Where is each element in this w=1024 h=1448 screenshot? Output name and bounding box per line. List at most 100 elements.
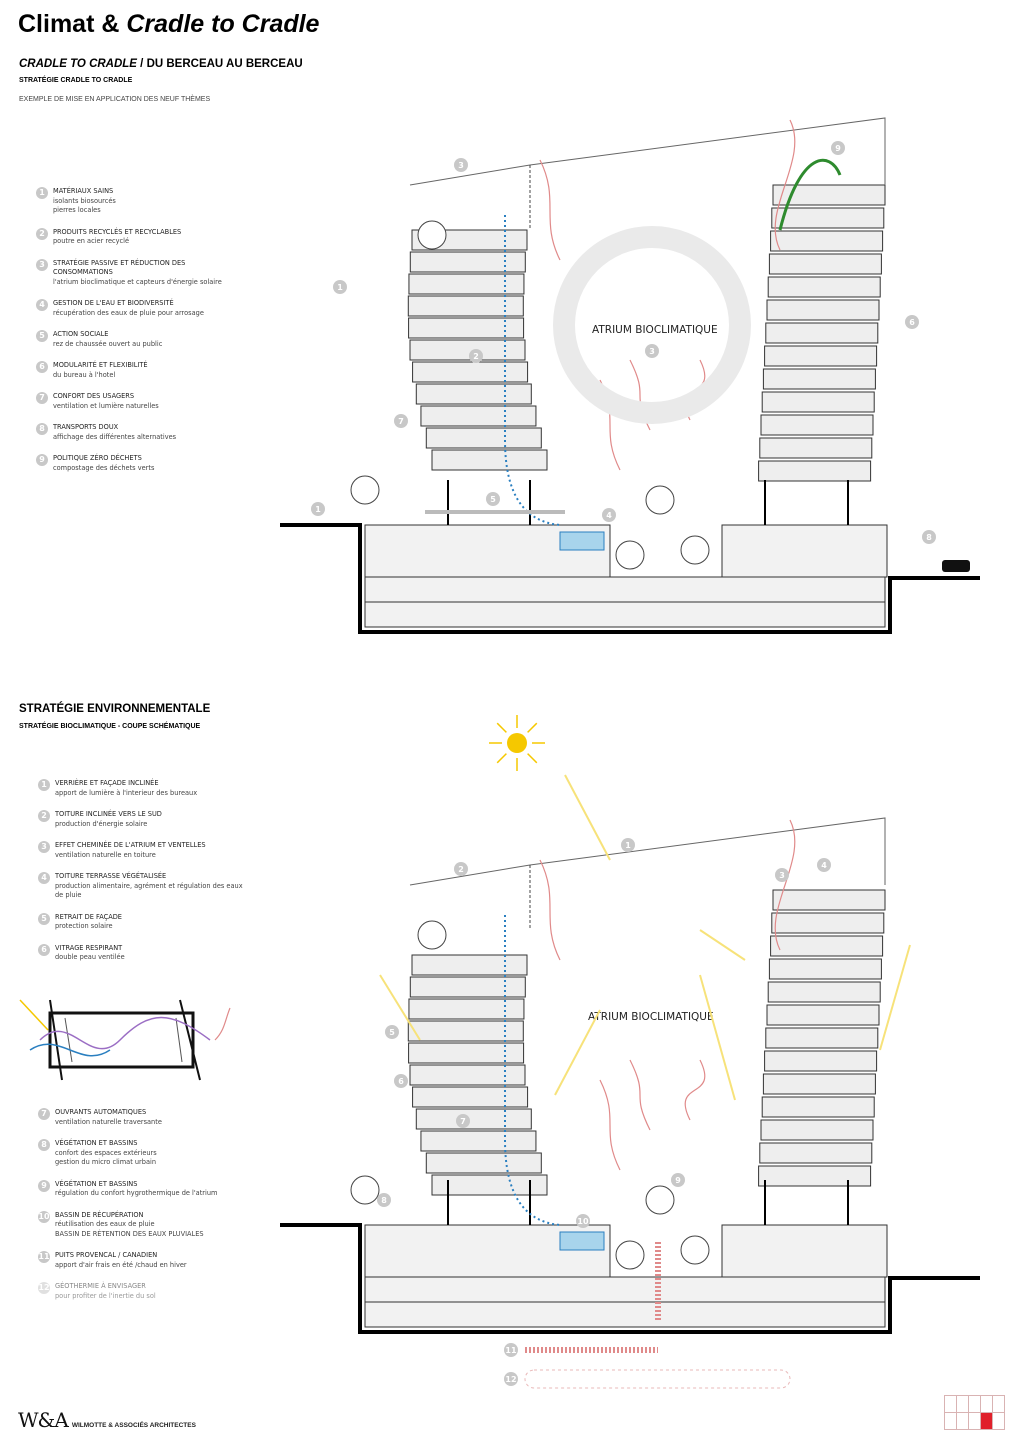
glazed-roof [409,117,886,186]
airflow-arrow [774,819,796,951]
sun-ray [496,722,507,733]
right-tower-floor [766,1004,880,1026]
number-marker-label: 11 [505,1346,517,1355]
right-tower-floor [771,912,885,934]
building-section [280,715,980,1389]
legend-item: 4Gestion de l'eau et biodiversitérécupér… [36,299,246,318]
legend-desc: récupération des eaux de pluie pour arro… [53,308,204,317]
rainwater-tank [559,531,605,551]
legend-cradle: 1Matériaux sainsisolants biosourcés pier… [36,187,246,485]
left-tower-floor [412,1086,529,1108]
legend-title: Effet cheminée de l'atrium et ventelles [55,841,206,849]
grid-cell [993,1396,1005,1413]
number-marker [454,158,468,172]
left-tower-floor [408,317,525,339]
rainwater-path [504,915,561,1226]
rainwater-tank [559,1231,605,1251]
legend-desc: apport de lumière à l'interieur des bure… [55,788,198,797]
legend-item: 12Géothermie à envisagerpour profiter de… [38,1282,248,1301]
number-marker-label: 12 [505,1375,516,1384]
right-tower-floor [768,253,882,275]
logo-mark: W&A [18,1408,69,1432]
number-marker [504,1343,518,1357]
legend-title: Toiture inclinée vers le sud [55,810,162,818]
ground-line [280,1223,980,1334]
tree-icon [615,540,645,570]
legend-desc: apport d'air frais en été /chaud en hive… [55,1260,187,1269]
legend-desc: réutilisation des eaux de pluie BASSIN D… [55,1220,204,1238]
rainwater-path [504,215,561,526]
tree-icon [350,1175,380,1205]
sunlight-ray [554,1009,601,1096]
left-tower-floor [412,361,529,383]
number-marker-label: 7 [460,1117,466,1126]
legend-title: Géothermie à envisager [55,1282,146,1290]
legend-item: 2Produits recyclés et recyclablespoutre … [36,227,246,247]
grid-cell [969,1396,981,1413]
grid-cell [945,1396,957,1413]
legend-item: 9Politique zéro déchetscompostage des dé… [36,454,246,473]
legend-item: 1Matériaux sainsisolants biosourcés pier… [36,187,246,216]
number-marker-label: 9 [835,144,841,153]
circular-arrow-icon [553,226,751,424]
section2-subtitle: STRATÉGIE BIOCLIMATIQUE - COUPE SCHÉMATI… [19,723,201,730]
right-tower-floor [765,322,879,344]
legend-item: 8Transports douxaffichage des différente… [36,423,246,442]
number-marker [621,838,635,852]
building-section [280,117,980,634]
right-tower-floor [770,935,884,957]
legend-bioclimatic-b: 7Ouvrants automatiquesventilation nature… [38,1108,248,1313]
legend-desc: affichage des différentes alternatives [53,432,177,441]
tree-icon [615,1240,645,1270]
legend-item: 6Modularité et flexibilitédu bureau à l'… [36,361,246,380]
legend-item: 6Vitrage respirantdouble peau ventilée [38,943,248,963]
number-marker [576,1214,590,1228]
geothermal-zone [524,1369,791,1389]
left-tower-floor [415,383,532,405]
number-marker [394,414,408,428]
number-badge: 4 [36,299,48,311]
legend-title: Verrière et façade inclinée [55,779,159,787]
ground-line [280,523,980,634]
right-tower-floor [771,207,885,229]
legend-desc: régulation du confort hygrothermique de … [55,1189,218,1197]
legend-title: Vitrage respirant [55,943,123,952]
grid-cell [981,1413,993,1430]
right-tower-floor [764,1050,878,1072]
tree-icon [680,1235,710,1265]
left-tower-floor [408,998,525,1020]
right-tower-floor [772,184,886,206]
number-marker-label: 1 [625,841,631,850]
number-marker-label: 2 [473,352,479,361]
left-tower-floor [415,1108,532,1130]
number-marker [504,1372,518,1386]
tree-icon [645,1185,675,1215]
subtitle: CRADLE TO CRADLE / DU BERCEAU AU BERCEAU [19,58,303,70]
grid-cell [957,1413,969,1430]
number-badge: 9 [36,454,48,466]
left-tower-floor [420,405,537,427]
subtitle-rest: / DU BERCEAU AU BERCEAU [136,58,303,70]
title-italic: Cradle to Cradle [126,10,320,38]
legend-title: Politique zéro déchets [53,454,142,462]
sunlight-ray [379,974,421,1041]
number-badge: 5 [38,912,50,925]
right-tower-floor [759,1142,873,1164]
right-tower-floor [767,981,881,1003]
legend-item: 7Confort des usagersventilation et lumiè… [36,392,246,411]
number-marker [377,1193,391,1207]
number-marker [671,1173,685,1187]
legend-desc: ventilation et lumière naturelles [53,401,159,410]
number-marker-label: 7 [398,417,404,426]
airflow-arrow [684,1059,706,1121]
sunlight-ray [879,944,911,1051]
number-marker [486,492,500,506]
legend-item: 5Action socialerez de chaussée ouvert au… [36,330,246,349]
left-tower-floor [431,1174,548,1196]
number-badge: 12 [38,1282,50,1294]
number-marker-label: 6 [909,318,915,327]
number-badge: 11 [38,1251,50,1263]
right-tower-floor [758,1165,872,1187]
legend-title: Produits recyclés et recyclables [53,227,182,236]
